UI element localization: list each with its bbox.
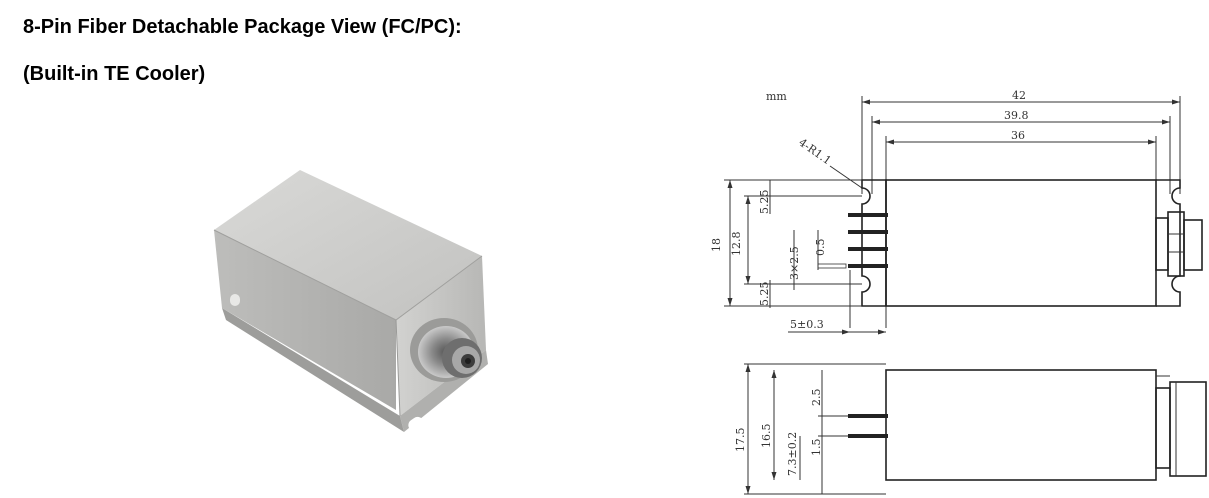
dim-corner-radius: 4-R1.1 (796, 136, 833, 168)
dim-hole-distance: 39.8 (1004, 109, 1029, 122)
dim-pin-width: 0.5 (814, 239, 827, 257)
dim-pin-pitch: 3×2.5 (788, 246, 801, 280)
top-view: 42 39.8 36 4-R1.1 (710, 89, 1203, 335)
unit-label: mm (766, 90, 787, 103)
laser-module-photo-icon (213, 170, 488, 432)
dim-bottom-offset: 5.25 (758, 282, 771, 307)
dim-top-offset: 5.25 (758, 190, 771, 215)
dim-height: 18 (710, 238, 723, 252)
dim-overall-length: 42 (1012, 89, 1026, 102)
dim-side-pin-gap: 2.5 (810, 389, 823, 407)
side-view: 17.5 16.5 7.3±0.2 2.5 1.5 (734, 363, 1207, 495)
page-title: 8-Pin Fiber Detachable Package View (FC/… (23, 16, 462, 38)
dim-side-pin-dia: 1.5 (810, 439, 823, 457)
dim-side-body-height: 16.5 (760, 424, 773, 449)
dim-body-length: 36 (1011, 129, 1025, 142)
package-dimension-drawing: mm 42 39.8 36 4-R1.1 (710, 89, 1207, 495)
dim-side-pin-height: 7.3±0.2 (786, 432, 799, 476)
dim-pin-offset: 5±0.3 (790, 318, 824, 331)
dim-hole-span: 12.8 (730, 232, 743, 257)
dim-side-height: 17.5 (734, 428, 747, 453)
page-subtitle: (Built-in TE Cooler) (23, 63, 206, 85)
pins-top (817, 213, 888, 270)
